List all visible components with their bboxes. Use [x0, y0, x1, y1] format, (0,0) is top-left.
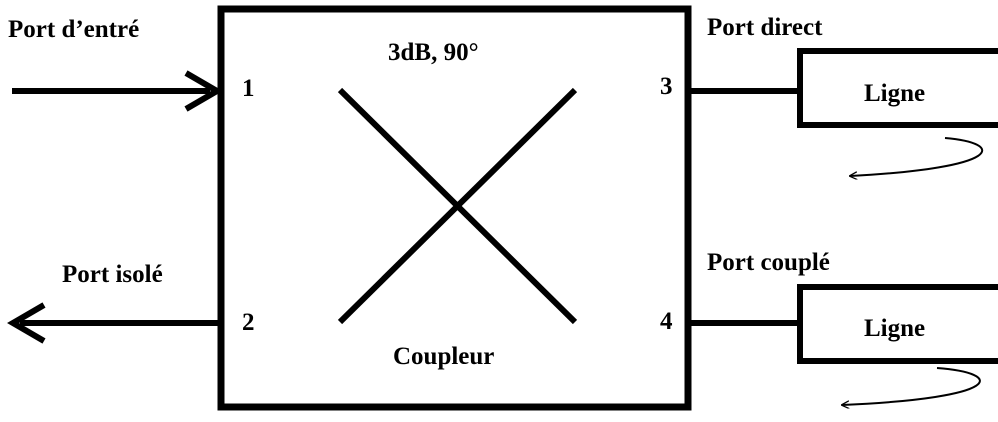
reflection-arrow-bottom [842, 367, 981, 405]
port-number-4: 4 [660, 308, 673, 335]
input-arrow [12, 70, 223, 112]
port-number-3: 3 [660, 73, 673, 100]
isolated-port-label: Port isolé [62, 261, 163, 288]
port-number-2: 2 [242, 309, 255, 336]
line-label-bottom: Ligne [864, 315, 926, 342]
input-port-label: Port d’entré [8, 16, 140, 43]
reflection-arrow-top [850, 137, 984, 176]
coupled-port-label: Port couplé [707, 249, 830, 276]
coupler-box [217, 5, 692, 411]
cross-line-b [337, 87, 578, 325]
line-box-bottom [797, 284, 998, 364]
coupler-spec-label: 3dB, 90° [388, 39, 479, 66]
coupler-name-label: Coupleur [393, 343, 495, 370]
line-box-top [797, 48, 998, 128]
port-number-1: 1 [242, 75, 255, 102]
line-label-top: Ligne [864, 80, 926, 107]
direct-port-label: Port direct [707, 14, 823, 41]
isolated-arrow [7, 302, 221, 344]
